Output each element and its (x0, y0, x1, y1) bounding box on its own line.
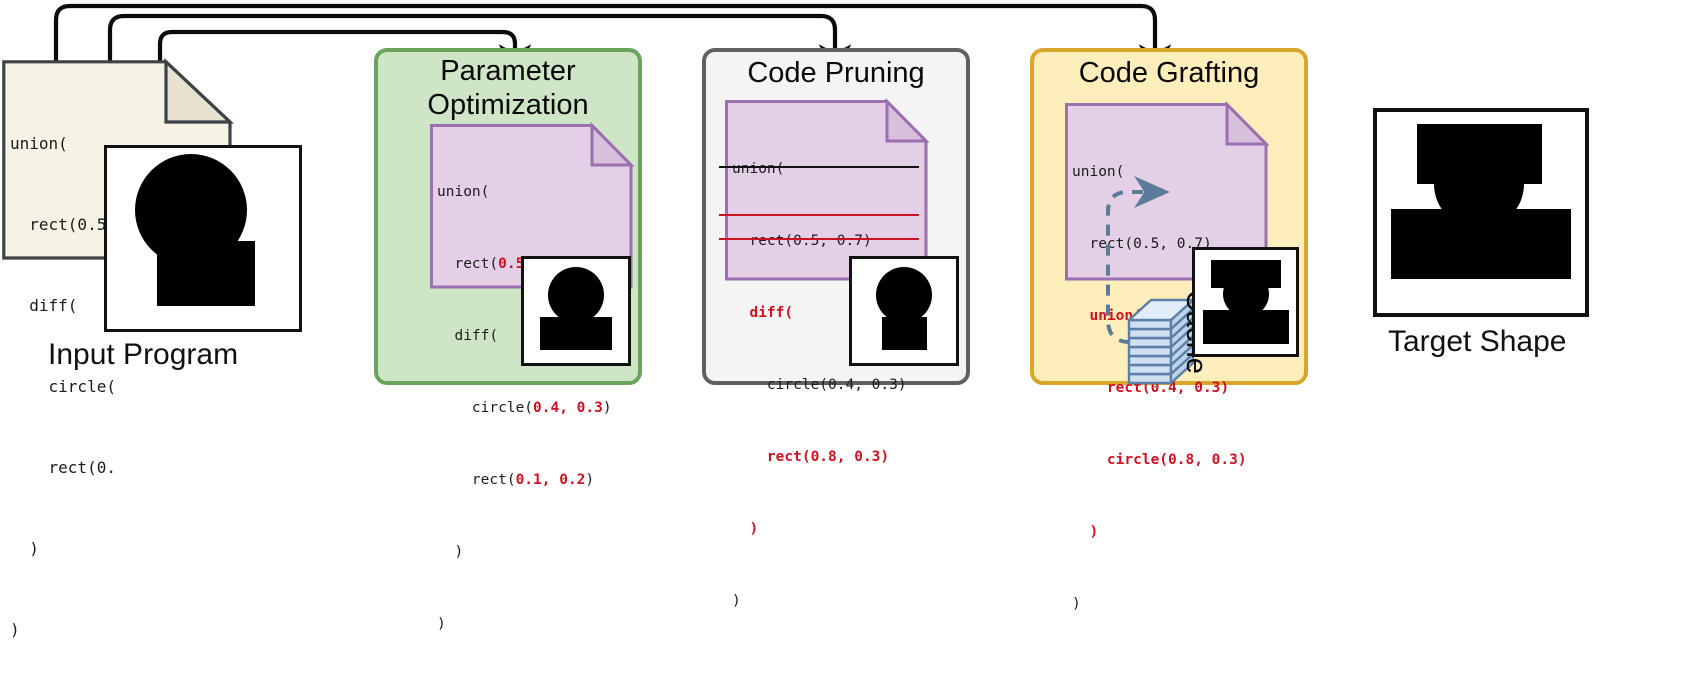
target-shape-thumbnail (1373, 108, 1589, 317)
panel-title-parameter-optimization: Parameter Optimization (374, 54, 642, 122)
parameter-optimization-shape-thumbnail (521, 256, 631, 366)
code-line: circle(0.4, 0.3) (732, 377, 907, 393)
parameter-optimization-code: union( rect(0.5, 0.7) diff( circle(0.4, … (437, 132, 612, 684)
code-line: diff( (10, 296, 78, 315)
cp-shape-render (876, 267, 932, 350)
panel-title-line: Code Pruning (747, 57, 925, 89)
target-shape-render (1391, 124, 1571, 279)
po-code-page (430, 121, 635, 289)
code-line: circle(0.8, 0.3) (1072, 452, 1247, 468)
panel-title-line: Code Grafting (1078, 57, 1260, 89)
input-program-caption: Input Program (48, 338, 239, 371)
input-shape-render (135, 154, 255, 306)
po-shape-render (540, 267, 612, 350)
code-line: circle(0.4, 0.3) (437, 400, 612, 416)
code-line: diff( (732, 305, 794, 321)
panel-title-code-grafting: Code Grafting (1030, 56, 1308, 90)
code-line: rect(0.1, 0.2) (437, 472, 595, 488)
code-pruning-document: union( rect(0.5, 0.7) diff( circle(0.4, … (719, 97, 930, 609)
code-line: ) (1072, 524, 1099, 540)
code-line: ) (732, 521, 759, 537)
input-program-shape-thumbnail (104, 145, 302, 332)
code-pruning-shape-thumbnail (849, 256, 959, 366)
strikethrough-rect (719, 214, 919, 216)
code-line: union( (1072, 164, 1125, 180)
panel-title-line: Optimization (427, 89, 589, 121)
code-line: circle( (10, 377, 116, 396)
strikethrough-diff (719, 166, 919, 168)
cg-shape-render (1203, 260, 1289, 344)
code-line: diff( (437, 328, 499, 344)
code-line: ) (437, 616, 446, 632)
code-line: rect(0.5, 0.7) (732, 233, 872, 249)
code-line: ) (1072, 596, 1081, 612)
cp-code-page (725, 97, 930, 281)
code-line: union( (437, 184, 490, 200)
strikethrough-paren (719, 238, 919, 240)
code-pruning-code: union( rect(0.5, 0.7) diff( circle(0.4, … (732, 109, 907, 661)
code-line: ) (732, 593, 741, 609)
figure-canvas: union( rect(0.5, 0.7) diff( circle( rect… (2, 3, 1589, 639)
panel-title-line: Parameter (440, 55, 576, 87)
code-line: ) (437, 544, 464, 560)
panel-title-code-pruning: Code Pruning (702, 56, 970, 90)
target-shape-caption: Target Shape (1388, 325, 1567, 358)
code-line: rect(0.8, 0.3) (732, 449, 890, 465)
code-line: ) (10, 620, 20, 639)
code-line: union( (732, 161, 785, 177)
code-line: rect(0. (10, 458, 116, 477)
code-line: union( (10, 134, 68, 153)
code-line: ) (10, 539, 39, 558)
code-grafting-shape-thumbnail (1192, 247, 1299, 357)
